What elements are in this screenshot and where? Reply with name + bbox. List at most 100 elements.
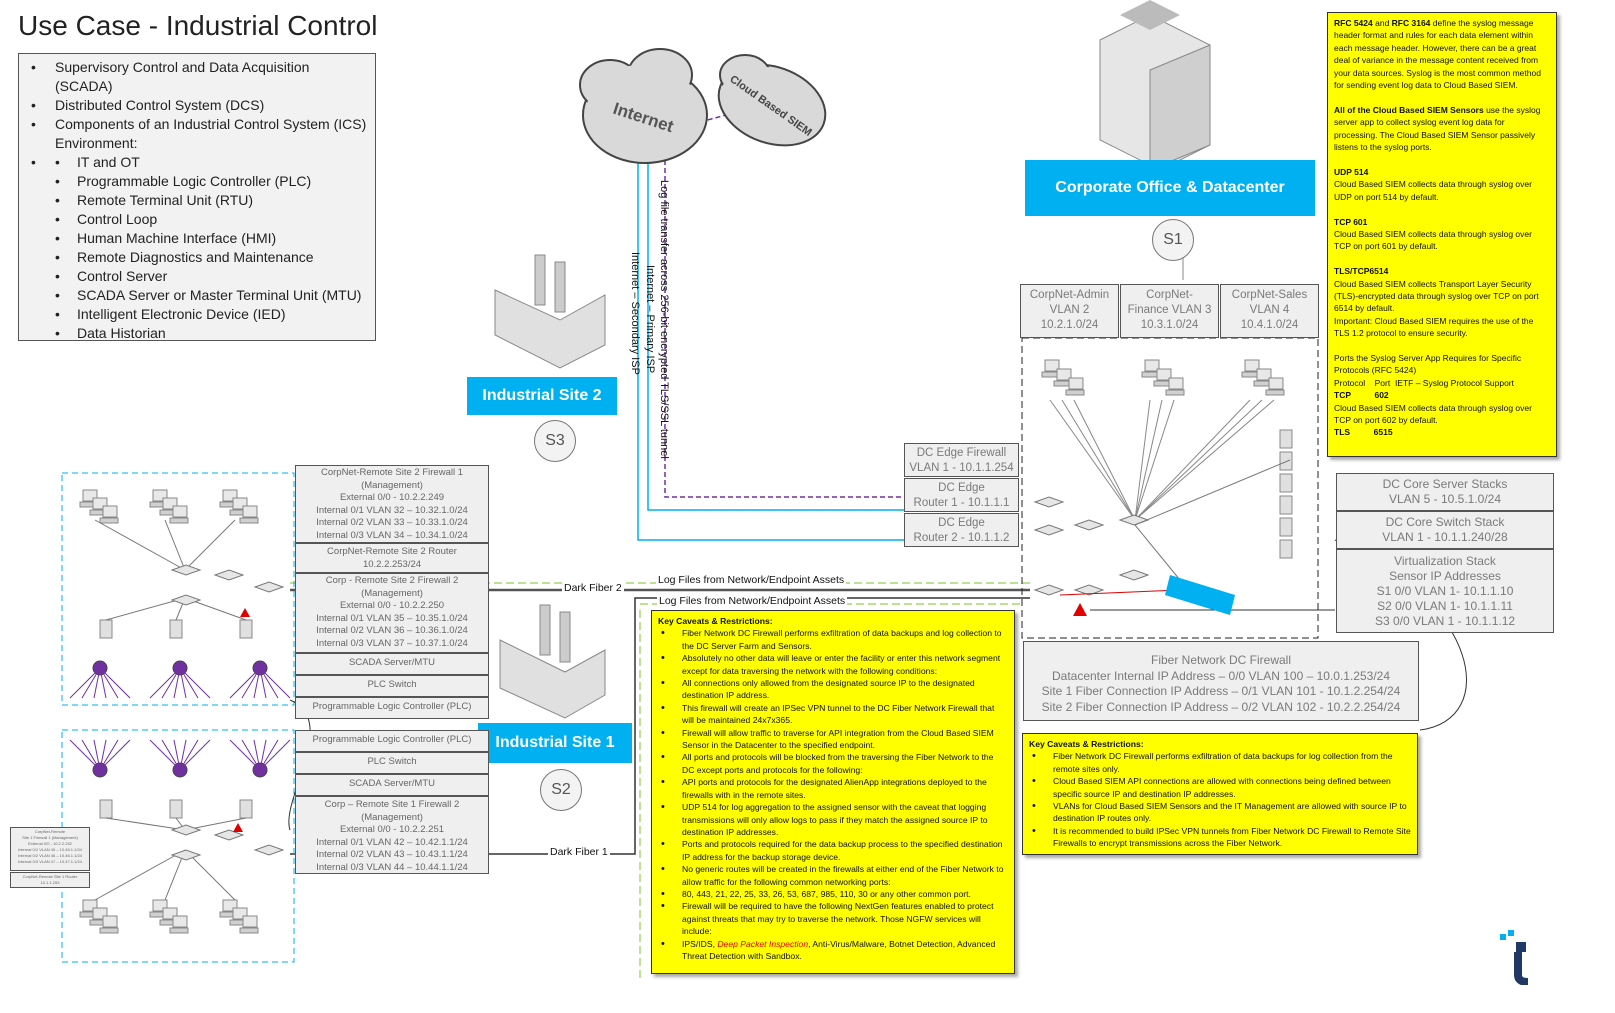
network-link bbox=[179, 667, 187, 699]
network-link bbox=[241, 667, 261, 699]
box-line: VLAN 5 - 10.5.1.0/24 bbox=[1388, 492, 1502, 506]
box-line: S3 0/0 VLAN 1 - 10.1.1.12 bbox=[1374, 614, 1516, 628]
site1-boxes-box: Corp – Remote Site 1 Firewall 2(Manageme… bbox=[295, 796, 489, 874]
network-link bbox=[184, 519, 236, 571]
caveat-highlight: Deep Packet Inspection bbox=[717, 938, 809, 949]
sublist-item: Remote Diagnostics and Maintenance bbox=[27, 248, 367, 267]
caveat-item: API ports and protocols for the designat… bbox=[658, 776, 1008, 801]
box-line: PLC Switch bbox=[367, 756, 417, 767]
fiber-fw-title: Fiber Network DC Firewall bbox=[1150, 653, 1292, 667]
box-line: Internal 0/2 VLAN 36 – 10.36.1.0/24 bbox=[316, 625, 468, 636]
caveat-item: All ports and protocols will be blocked … bbox=[658, 751, 1008, 776]
caveat-item: This firewall will create an IPSec VPN t… bbox=[658, 702, 1008, 727]
box-line: Internal 0/1 VLAN 42 – 10.42.1.1/24 bbox=[316, 836, 468, 848]
network-link bbox=[161, 667, 181, 699]
sublist-item: IT and OT bbox=[27, 153, 367, 172]
switch-icon bbox=[1073, 519, 1105, 531]
vlan-name: CorpNet- bbox=[1146, 289, 1193, 301]
site2-network-boundary bbox=[61, 472, 295, 706]
sublist-item: Human Machine Interface (HMI) bbox=[27, 229, 367, 248]
box-line: (Management) bbox=[361, 811, 423, 823]
switch-icon bbox=[170, 564, 202, 576]
box-line: Internal 0/2 VLAN 46 – 10.46.1.1/24 bbox=[18, 853, 82, 858]
site-badge-s1: S1 bbox=[1152, 219, 1194, 261]
fiber-fw-line: Site 1 Fiber Connection IP Address – 0/1… bbox=[1041, 684, 1401, 698]
network-link bbox=[259, 739, 267, 771]
network-link bbox=[99, 667, 131, 699]
page-title: Use Case - Industrial Control bbox=[18, 10, 378, 41]
box-line: Internal 0/3 VLAN 47 – 10.47.1.1/24 bbox=[18, 859, 82, 864]
vlan-subnet: 10.3.1.0/24 bbox=[1140, 319, 1199, 331]
site-badge-s2: S2 bbox=[540, 769, 582, 811]
box-line: CorpNet-Remote Site 1 Router bbox=[22, 874, 78, 879]
list-item: Supervisory Control and Data Acquisition… bbox=[27, 58, 367, 96]
box-line: CorpNet-Remote Site 2 Firewall 1 bbox=[320, 467, 464, 478]
primary-isp-label: Internet – Primary ISP bbox=[644, 265, 656, 374]
server-icon bbox=[1279, 451, 1293, 471]
network-link bbox=[99, 739, 119, 771]
network-link bbox=[253, 667, 261, 699]
network-link bbox=[179, 739, 211, 771]
box-line: 10.1.1.253 bbox=[40, 880, 60, 885]
switch-icon bbox=[1073, 584, 1105, 596]
computer-icon bbox=[239, 915, 259, 934]
switch-icon bbox=[253, 844, 285, 856]
caveat-item: 80, 443, 21, 22, 25, 33, 26, 53, 687, 98… bbox=[658, 888, 1008, 901]
vlan-vlan: Finance VLAN 3 bbox=[1127, 304, 1212, 316]
caveat-item: It is recommended to build IPSec VPN tun… bbox=[1029, 825, 1411, 850]
box-line: DC Core Server Stacks bbox=[1382, 477, 1508, 491]
caveat-item: Fiber Network DC Firewall performs exfil… bbox=[1029, 750, 1411, 775]
note-heading: UDP 514 bbox=[1334, 166, 1369, 177]
network-link bbox=[1134, 399, 1163, 521]
box-line: Internal 0/2 VLAN 43 – 10.43.1.1/24 bbox=[316, 849, 468, 860]
box-line: Internal 0/3 VLAN 44 – 10.44.1.1/24 bbox=[316, 861, 468, 873]
network-link bbox=[69, 739, 101, 771]
box-line: SCADA Server/MTU bbox=[348, 657, 436, 668]
computer-icon bbox=[169, 915, 189, 934]
caveat-item: No generic routes will be created in the… bbox=[658, 863, 1008, 888]
computer-icon bbox=[1041, 359, 1061, 378]
network-link bbox=[259, 667, 267, 699]
box-line: DC Core Switch Stack bbox=[1385, 515, 1505, 529]
network-link bbox=[1059, 589, 1181, 596]
note-text: Protocol Port IETF – Syslog Protocol Sup… bbox=[1334, 377, 1514, 388]
note-text: Cloud Based SIEM collects data through s… bbox=[1334, 228, 1532, 252]
site-badge-s3: S3 bbox=[534, 420, 576, 462]
dc-edge-line: VLAN 1 - 10.1.1.254 bbox=[909, 462, 1014, 474]
site1-title: Industrial Site 1 bbox=[478, 723, 632, 763]
caveat-item: Absolutely no other data will leave or e… bbox=[658, 652, 1008, 677]
box-line: Virtualization Stack bbox=[1394, 554, 1496, 568]
box-line: CorpNet-Remote Site 2 Router bbox=[327, 546, 457, 557]
network-link bbox=[99, 739, 131, 771]
site2-boxes-box: SCADA Server/MTU bbox=[295, 653, 489, 675]
caveat-item: Firewall will allow traffic to traverse … bbox=[658, 727, 1008, 752]
switch-icon bbox=[170, 849, 202, 861]
switch-icon bbox=[1033, 524, 1065, 536]
list-item: Components of an Industrial Control Syst… bbox=[27, 115, 367, 153]
box-line: 10.2.2.253/24 bbox=[362, 558, 422, 570]
network-link bbox=[93, 667, 101, 699]
box-line: Sensor IP Addresses bbox=[1389, 569, 1501, 583]
switch-icon bbox=[213, 569, 245, 581]
site2-boxes-box: Programmable Logic Controller (PLC) bbox=[295, 697, 489, 719]
dc-edge-line: DC Edge Firewall bbox=[916, 447, 1007, 459]
syslog-ports-note: RFC 5424 and RFC 3164 define the syslog … bbox=[1327, 12, 1557, 457]
primary-isp-line bbox=[647, 150, 905, 511]
caveats-heading: Key Caveats & Restrictions: bbox=[1029, 739, 1144, 749]
sublist: IT and OTProgrammable Logic Controller (… bbox=[27, 153, 367, 343]
network-link bbox=[99, 667, 119, 699]
network-link bbox=[229, 739, 261, 771]
box-line: Internal 0/1 VLAN 32 – 10.32.1.0/24 bbox=[316, 504, 468, 516]
fiber-fw-line: Datacenter Internal IP Address – 0/0 VLA… bbox=[1051, 668, 1390, 683]
network-link bbox=[1134, 459, 1291, 526]
note-text: Ports the Syslog Server App Requires for… bbox=[1334, 352, 1522, 376]
vlan-vlan: VLAN 4 bbox=[1249, 304, 1290, 316]
computer-icon bbox=[1265, 377, 1285, 396]
caveat-item: All connections only allowed from the de… bbox=[658, 677, 1008, 702]
sublist-item: Programmable Logic Controller (PLC) bbox=[27, 172, 367, 191]
